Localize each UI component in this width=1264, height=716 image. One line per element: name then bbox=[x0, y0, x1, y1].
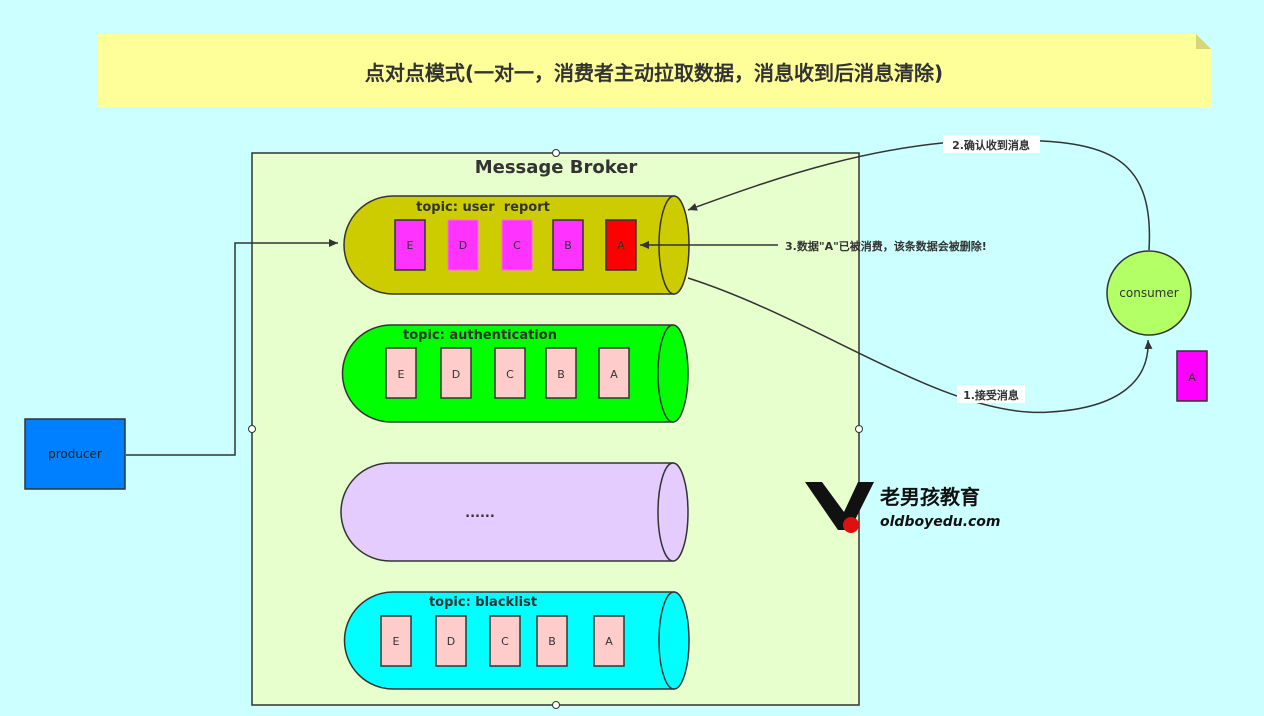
svg-text:A: A bbox=[605, 635, 613, 648]
consume-arrow[interactable] bbox=[687, 277, 1153, 414]
resize-handle[interactable] bbox=[552, 149, 560, 157]
svg-text:D: D bbox=[447, 635, 455, 648]
resize-handle[interactable] bbox=[855, 425, 863, 433]
logo-domain: oldboyedu.com bbox=[880, 514, 1001, 530]
message-c[interactable]: C bbox=[494, 347, 526, 399]
message-d[interactable]: D bbox=[435, 615, 467, 667]
message-c[interactable]: C bbox=[489, 615, 521, 667]
topic-label: topic: authentication bbox=[403, 328, 557, 343]
svg-text:D: D bbox=[459, 239, 467, 252]
message-e[interactable]: E bbox=[380, 615, 412, 667]
svg-text:C: C bbox=[501, 635, 509, 648]
svg-text:A: A bbox=[1188, 371, 1196, 384]
message-d[interactable]: D bbox=[440, 347, 472, 399]
producer-node[interactable]: producer bbox=[24, 418, 126, 490]
consumer-node[interactable]: consumer bbox=[1106, 250, 1192, 336]
svg-text:D: D bbox=[452, 368, 460, 381]
step3-label: 3.数据"A"已被消费，该条数据会被删除! bbox=[785, 239, 987, 253]
svg-text:A: A bbox=[617, 239, 625, 252]
topic-ellipsis[interactable]: ...... bbox=[340, 462, 689, 562]
message-e[interactable]: E bbox=[394, 219, 426, 271]
message-a[interactable]: A bbox=[598, 347, 630, 399]
step2-label: 2.确认收到消息 bbox=[952, 138, 1030, 152]
resize-handle[interactable] bbox=[248, 425, 256, 433]
topic-authentication[interactable]: topic: authentication E D C B A bbox=[341, 324, 689, 423]
producer-to-topic-arrow[interactable] bbox=[126, 239, 338, 456]
svg-text:B: B bbox=[564, 239, 572, 252]
message-c[interactable]: C bbox=[501, 219, 533, 271]
logo-name: 老男孩教育 bbox=[880, 485, 980, 509]
svg-text:A: A bbox=[610, 368, 618, 381]
producer-label: producer bbox=[48, 447, 102, 461]
topic-user-report[interactable]: topic: user report E D C B A bbox=[343, 195, 690, 295]
oldboyedu-logo: 老男孩教育 oldboyedu.com bbox=[805, 482, 1001, 533]
svg-text:E: E bbox=[393, 635, 400, 648]
message-e[interactable]: E bbox=[385, 347, 417, 399]
topic-blacklist[interactable]: topic: blacklist E D C B A bbox=[343, 591, 690, 690]
topic-label: topic: user report bbox=[416, 200, 550, 215]
received-message-a[interactable]: A bbox=[1176, 350, 1208, 402]
svg-text:C: C bbox=[506, 368, 514, 381]
message-b[interactable]: B bbox=[552, 219, 584, 271]
resize-handle[interactable] bbox=[552, 701, 560, 709]
message-b[interactable]: B bbox=[536, 615, 568, 667]
message-b[interactable]: B bbox=[545, 347, 577, 399]
message-a-consumed[interactable]: A bbox=[605, 219, 637, 271]
svg-text:B: B bbox=[548, 635, 556, 648]
svg-text:C: C bbox=[513, 239, 521, 252]
step1-label: 1.接受消息 bbox=[963, 388, 1019, 402]
title-note: 点对点模式(一对一，消费者主动拉取数据，消息收到后消息清除) bbox=[98, 34, 1211, 108]
topic-label: ...... bbox=[465, 506, 495, 521]
message-a[interactable]: A bbox=[593, 615, 625, 667]
svg-text:E: E bbox=[407, 239, 414, 252]
message-d[interactable]: D bbox=[447, 219, 479, 271]
consumer-label: consumer bbox=[1119, 286, 1178, 300]
title-text: 点对点模式(一对一，消费者主动拉取数据，消息收到后消息清除) bbox=[365, 61, 943, 85]
svg-text:E: E bbox=[398, 368, 405, 381]
topic-label: topic: blacklist bbox=[429, 595, 537, 610]
broker-label: Message Broker bbox=[475, 157, 638, 178]
svg-text:B: B bbox=[557, 368, 565, 381]
